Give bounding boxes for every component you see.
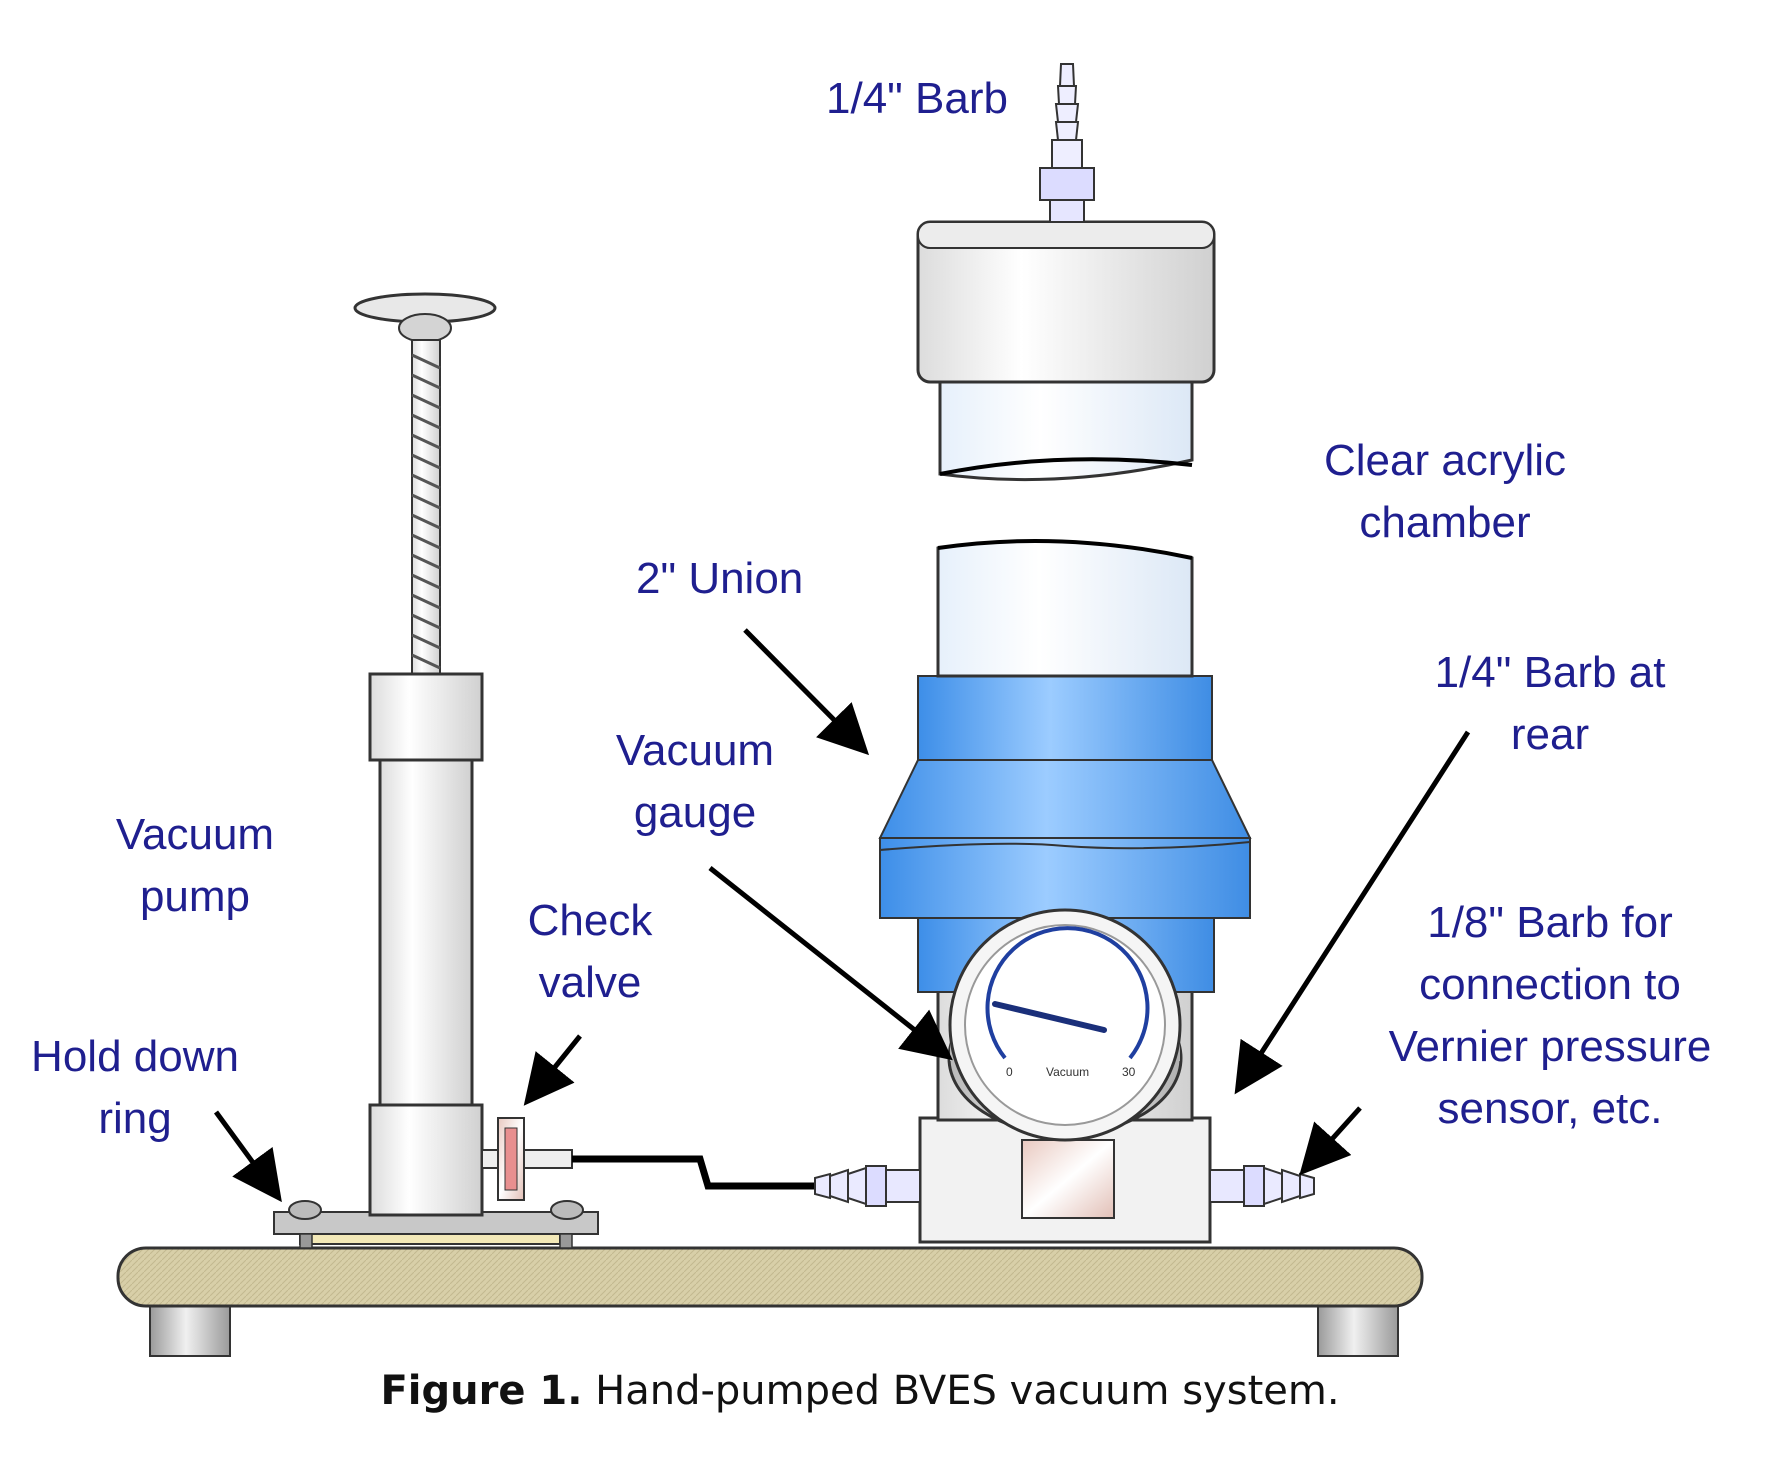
arrow-hold-down: [213, 1110, 282, 1203]
label-union: 2" Union: [636, 554, 804, 603]
label-barb-rear-line2: rear: [1510, 710, 1590, 759]
label-barb-top: 1/4" Barb: [826, 74, 1008, 123]
chamber-cap: [916, 220, 1216, 384]
arrow-gauge: [708, 866, 953, 1061]
label-pump-line1: Vacuum: [115, 810, 275, 859]
vacuum-gauge: 0 Vacuum 30: [947, 908, 1183, 1142]
acrylic-tube-lower: [936, 538, 1194, 678]
caption-text: Hand-pumped BVES vacuum system.: [582, 1368, 1340, 1414]
gauge-max-label: 30: [1122, 1065, 1136, 1079]
vacuum-pump: [353, 292, 497, 1217]
label-barb-eighth-line2: connection to: [1419, 960, 1681, 1009]
caption-prefix: Figure 1.: [380, 1368, 583, 1414]
barb-left: [814, 1165, 921, 1207]
label-barb-eighth: 1/8" Barb for connection to Vernier pres…: [1330, 892, 1770, 1140]
gauge-unit-label: Vacuum: [1046, 1065, 1089, 1079]
label-gauge-line1: Vacuum: [615, 726, 775, 775]
base-board: [116, 1246, 1424, 1308]
arrow-barb-eighth: [1299, 1106, 1362, 1176]
base-window: [1021, 1139, 1115, 1219]
arrow-union: [743, 628, 870, 756]
figure-caption: Figure 1. Hand-pumped BVES vacuum system…: [0, 1368, 1720, 1414]
label-hold-down-line2: ring: [98, 1094, 172, 1143]
label-chamber-line2: chamber: [1359, 498, 1531, 547]
vacuum-tubing: [572, 1155, 820, 1190]
label-check-valve: Check valve: [470, 890, 710, 1014]
check-valve: [481, 1117, 573, 1201]
label-gauge: Vacuum gauge: [560, 720, 830, 844]
arrow-check-valve: [523, 1034, 582, 1106]
label-check-valve-line1: Check: [527, 896, 653, 945]
label-barb-rear: 1/4" Barb at rear: [1400, 642, 1700, 766]
hold-down-ring: [273, 1200, 599, 1249]
gauge-min-label: 0: [1006, 1065, 1013, 1079]
label-check-valve-line2: valve: [538, 958, 642, 1007]
label-barb-eighth-line4: sensor, etc.: [1437, 1084, 1663, 1133]
base-foot-left: [149, 1299, 231, 1357]
label-pump-line2: pump: [139, 872, 251, 921]
label-pump: Vacuum pump: [70, 804, 320, 928]
acrylic-tube-upper: [938, 378, 1194, 482]
label-barb-rear-line1: 1/4" Barb at: [1434, 648, 1666, 697]
barb-right: [1209, 1165, 1315, 1207]
label-barb-eighth-line3: Vernier pressure: [1388, 1022, 1712, 1071]
label-hold-down-line1: Hold down: [31, 1032, 239, 1081]
label-chamber-line1: Clear acrylic: [1323, 436, 1567, 485]
base-foot-right: [1317, 1299, 1399, 1357]
label-barb-eighth-line1: 1/8" Barb for: [1427, 898, 1673, 947]
barb-top: [1039, 63, 1095, 223]
label-gauge-line2: gauge: [633, 788, 757, 837]
union: [878, 675, 1252, 993]
label-chamber: Clear acrylic chamber: [1280, 430, 1610, 554]
arrow-barb-rear: [1234, 730, 1471, 1095]
label-hold-down: Hold down ring: [10, 1026, 260, 1150]
